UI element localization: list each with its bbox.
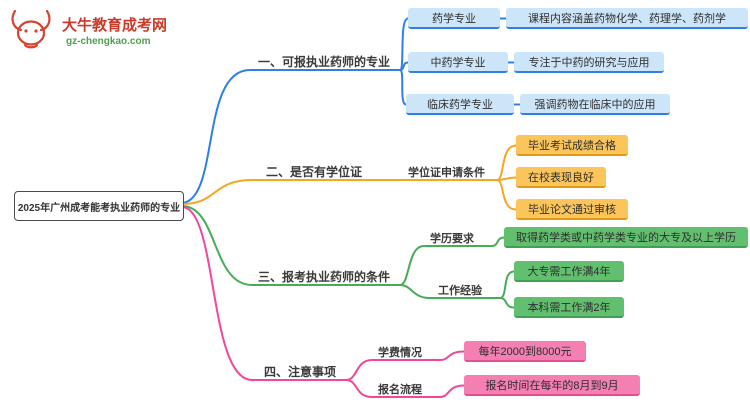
site-logo: 大牛教育成考网 gz-chengkao.com	[8, 6, 238, 58]
branch1-item3-node: 临床药学专业	[406, 94, 514, 115]
branch1-item3-detail: 强调药物在临床中的应用	[520, 94, 670, 115]
branch2-sub-label: 学位证申请条件	[408, 167, 485, 179]
branch2-label: 二、是否有学位证	[266, 165, 363, 179]
branch1-item2-node: 中药学专业	[408, 52, 508, 73]
branch3-work-leaf1: 大专需工作满4年	[514, 261, 624, 282]
branch1-item2-detail: 专注于中药的研究与应用	[514, 52, 664, 73]
root-node: 2025年广州成考能考执业药师的专业	[14, 191, 184, 221]
branch3-work-leaf2: 本科需工作满2年	[514, 297, 624, 318]
branch4-label: 四、注意事项	[264, 365, 337, 379]
branch3-edu-detail: 取得药学类或中药学类专业的大专及以上学历	[504, 227, 748, 248]
bull-logo-icon	[8, 6, 54, 57]
branch3-work-label: 工作经验	[438, 285, 482, 297]
site-domain: gz-chengkao.com	[66, 36, 151, 47]
branch2-leaf3: 毕业论文通过审核	[516, 199, 628, 220]
branch2-leaf1: 毕业考试成绩合格	[516, 135, 628, 156]
branch1-item1-detail: 课程内容涵盖药物化学、药理学、药剂学	[506, 8, 748, 29]
branch4-signup-label: 报名流程	[378, 384, 422, 396]
site-name: 大牛教育成考网	[62, 17, 168, 34]
branch1-label: 一、可报执业药师的专业	[258, 55, 391, 69]
branch3-label: 三、报考执业药师的条件	[258, 270, 391, 284]
branch4-signup-detail: 报名时间在每年的8月到9月	[464, 375, 640, 396]
branch1-item1-node: 药学专业	[408, 8, 500, 29]
branch4-fee-detail: 每年2000到8000元	[464, 341, 586, 362]
branch2-leaf2: 在校表现良好	[516, 167, 606, 188]
branch4-fee-label: 学费情况	[378, 347, 422, 359]
branch3-edu-label: 学历要求	[430, 233, 474, 245]
